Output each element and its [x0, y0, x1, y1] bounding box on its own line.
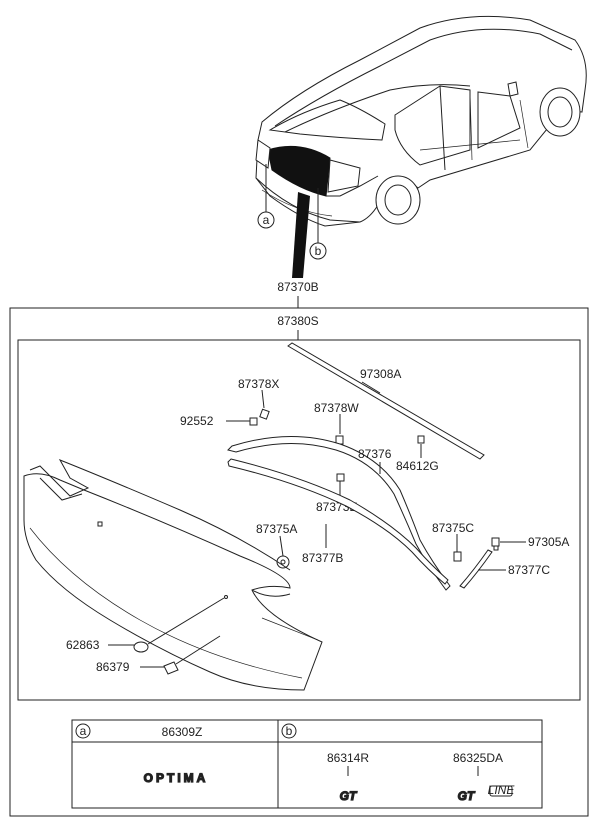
part-87377C: 87377C: [459, 549, 550, 589]
part-87378X: 87378X: [238, 377, 279, 420]
svg-text:87378W: 87378W: [314, 401, 359, 415]
callout-a-car: a: [257, 164, 275, 229]
svg-text:97308A: 97308A: [360, 367, 401, 381]
outer-frame: [9, 307, 589, 817]
emblem-gt: GT: [340, 789, 358, 803]
svg-text:a: a: [263, 213, 270, 227]
label-87370B: 87370B: [277, 280, 318, 294]
emblem-table: a b 86309Z OPTIMA 86314R GT 86325DA GT L…: [71, 719, 543, 809]
table-part-86325DA: 86325DA: [453, 751, 503, 765]
table-part-86314R: 86314R: [327, 751, 369, 765]
part-97308A: 97308A: [287, 342, 485, 460]
car-illustration: [255, 15, 587, 278]
svg-text:87375C: 87375C: [432, 521, 474, 535]
emblem-gt-line: GT: [458, 789, 476, 803]
part-84612G: 84612G: [396, 435, 439, 473]
part-87378W: 87378W: [314, 401, 359, 445]
callout-b-car: b: [309, 188, 327, 260]
svg-text:86379: 86379: [96, 660, 130, 674]
label-87380S: 87380S: [277, 314, 318, 328]
svg-text:b: b: [315, 244, 322, 258]
part-62863: 62863: [66, 597, 225, 653]
part-87376: 87376: [227, 435, 451, 591]
svg-text:87376: 87376: [358, 447, 392, 461]
svg-text:62863: 62863: [66, 638, 100, 652]
table-label-b: b: [286, 724, 293, 738]
svg-text:92552: 92552: [180, 414, 214, 428]
emblem-line-text: LINE: [488, 783, 516, 797]
table-part-86309Z: 86309Z: [162, 725, 203, 739]
svg-text:87377C: 87377C: [508, 563, 550, 577]
svg-text:97305A: 97305A: [528, 535, 569, 549]
table-label-a: a: [80, 724, 87, 738]
part-87377B: 87377B: [227, 458, 449, 585]
inner-frame: [17, 339, 581, 701]
part-87375C: 87375C: [432, 521, 474, 562]
part-92552: 92552: [180, 414, 258, 428]
trunk-garnish-panel: [23, 459, 323, 691]
svg-text:87378X: 87378X: [238, 377, 279, 391]
part-97305A: 97305A: [491, 535, 569, 551]
emblem-optima: OPTIMA: [144, 771, 209, 785]
part-87375A: 87375A: [256, 522, 297, 569]
part-86379: 86379: [96, 635, 221, 675]
svg-text:84612G: 84612G: [396, 459, 439, 473]
svg-text:87375A: 87375A: [256, 522, 297, 536]
svg-text:87377B: 87377B: [302, 551, 343, 565]
